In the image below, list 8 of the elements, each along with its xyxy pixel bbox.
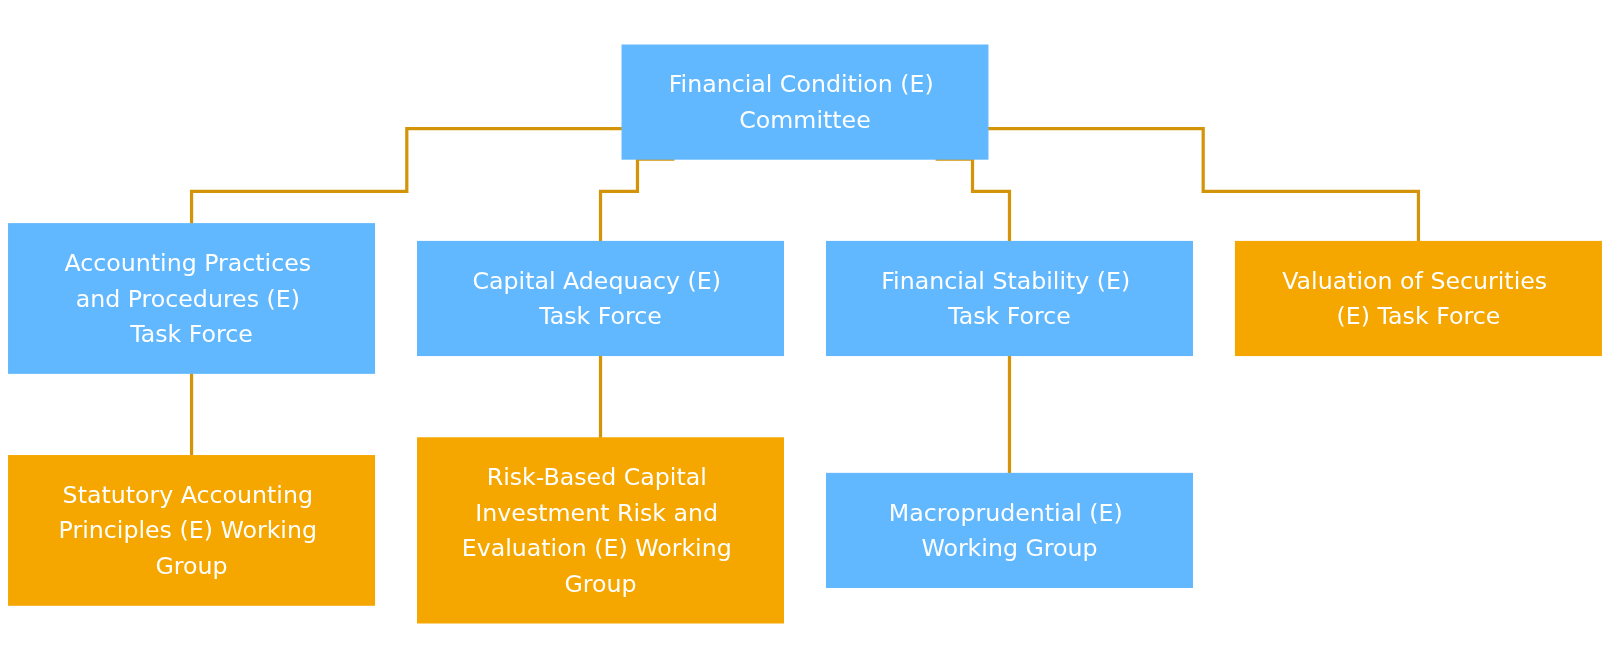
- node-box: Macroprudential (E) Working Group: [826, 472, 1193, 588]
- node-box: Financial Condition (E) Committee: [621, 44, 989, 160]
- node-box: Statutory Accounting Principles (E) Working Group: [8, 455, 376, 606]
- node-box: Capital Adequacy (E) Task Force: [417, 240, 784, 357]
- node-box: Accounting Practices and Procedures (E) Task Force: [8, 223, 376, 374]
- node-box: Risk-Based Capital Investment Risk and Evaluation (E) Working Group: [417, 437, 784, 624]
- node-box: Valuation of Securities (E) Task Force: [1234, 240, 1602, 357]
- node-box: Financial Stability (E) Task Force: [826, 240, 1193, 357]
